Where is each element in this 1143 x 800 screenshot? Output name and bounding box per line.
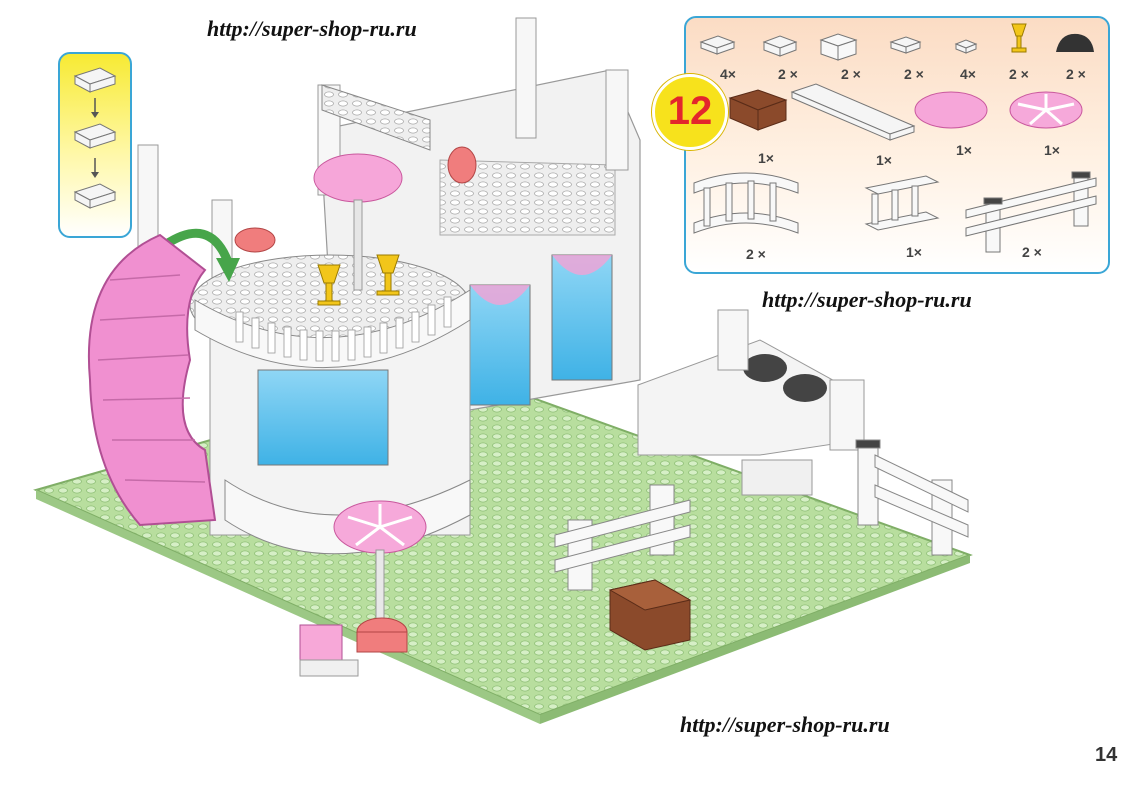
parts-list-panel: 4× 2 × 2 × 2 × 4× 2 × 2 × 1× 1× 1× 1× 2 … xyxy=(684,16,1110,274)
parasol-table xyxy=(299,500,427,677)
qty-plate-2x2-with-clip: 4× xyxy=(720,66,736,82)
sub-assembly-diagram xyxy=(73,67,117,209)
sub-assembly-box xyxy=(58,52,132,238)
treasure-chest xyxy=(608,579,692,651)
straight-balustrade-icon xyxy=(864,175,940,231)
qty-gold-goblet: 2 × xyxy=(1009,66,1029,82)
gold-goblet-icon xyxy=(1011,23,1027,53)
qty-curved-balustrade: 2 × xyxy=(746,246,766,262)
qty-hinge-plate: 2 × xyxy=(904,66,924,82)
step-number: 12 xyxy=(667,89,713,133)
qty-clip-plate: 2 × xyxy=(778,66,798,82)
white-fence-right xyxy=(855,439,969,556)
page-number: 14 xyxy=(1095,744,1118,766)
qty-long-plate-2x8: 1× xyxy=(876,152,892,168)
qty-white-fence: 2 × xyxy=(1022,244,1042,260)
watermark-url-middle: http://super-shop-ru.ru xyxy=(762,287,972,312)
clip-plate-icon xyxy=(762,35,798,57)
brick-2x2-icon xyxy=(819,33,858,61)
plate-1x1-icon xyxy=(954,39,978,54)
qty-straight-balustrade: 1× xyxy=(906,244,922,260)
white-fence-center xyxy=(554,484,691,591)
curved-balustrade-icon xyxy=(693,172,799,234)
qty-pink-parasol: 1× xyxy=(1044,142,1060,158)
dark-rock-dome-icon xyxy=(1056,33,1094,52)
pink-spiral-staircase xyxy=(87,233,217,527)
qty-brown-treasure-chest: 1× xyxy=(758,150,774,166)
step-badge: 12 xyxy=(652,74,728,150)
parts-icons xyxy=(693,23,1097,253)
hinge-plate-icon xyxy=(889,36,922,54)
qty-dark-rock-dome: 2 × xyxy=(1066,66,1086,82)
watermark-url-top: http://super-shop-ru.ru xyxy=(207,16,417,41)
watermark-url-bottom: http://super-shop-ru.ru xyxy=(680,712,890,737)
long-plate-2x8-icon xyxy=(790,83,916,141)
pink-round-umbrella-icon xyxy=(914,91,988,129)
brown-treasure-chest-icon xyxy=(728,89,788,131)
castle-building xyxy=(137,17,641,555)
qty-pink-round-umbrella: 1× xyxy=(956,142,972,158)
plate-2x2-with-clip-icon xyxy=(699,35,736,55)
white-fence-icon xyxy=(965,171,1097,253)
garden-wall xyxy=(637,309,865,496)
qty-brick-2x2: 2 × xyxy=(841,66,861,82)
pink-parasol-icon xyxy=(1009,91,1083,129)
qty-plate-1x1: 4× xyxy=(960,66,976,82)
